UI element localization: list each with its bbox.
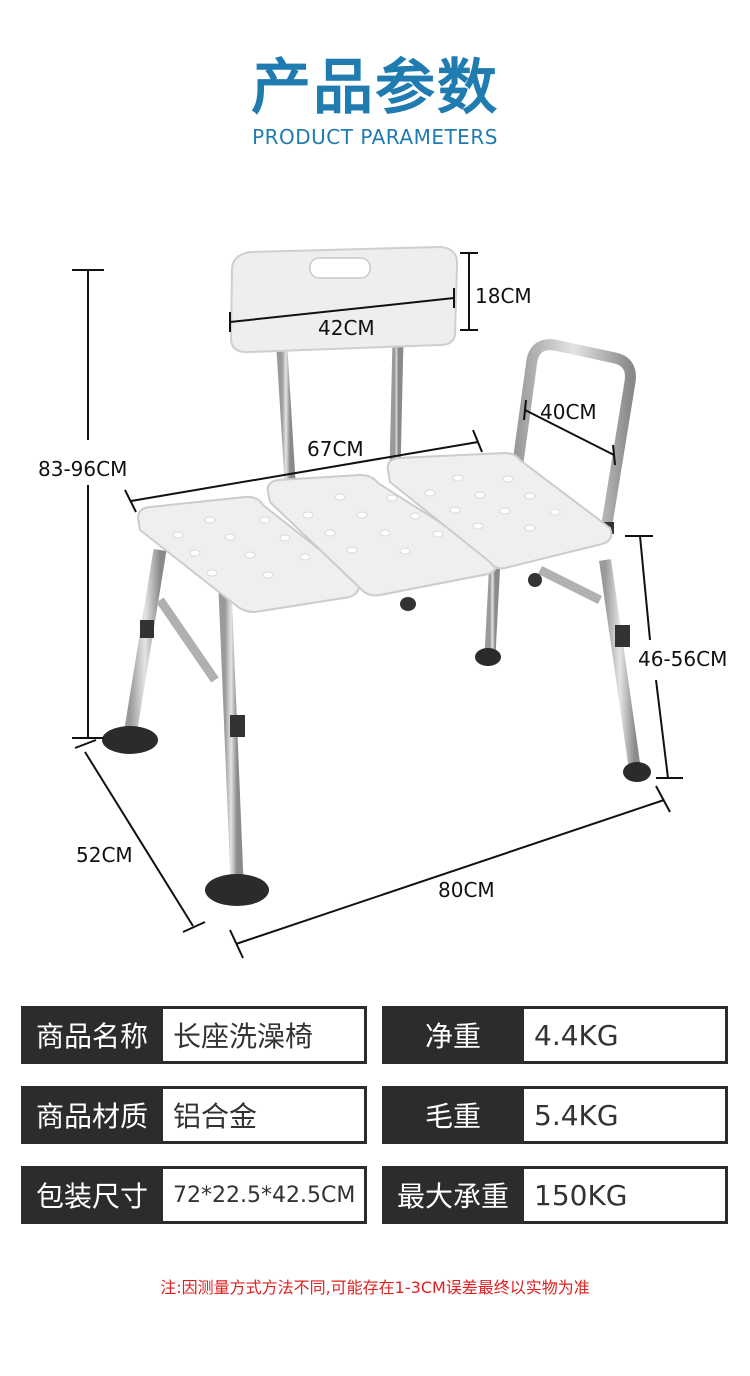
- dim-seat-height: 46-56CM: [638, 647, 728, 671]
- dim-total-height: 83-96CM: [38, 457, 128, 481]
- bench-illustration: [72, 245, 683, 959]
- spec-value: 72*22.5*42.5CM: [163, 1166, 367, 1224]
- spec-row-net-weight: 净重 4.4KG: [382, 1006, 728, 1064]
- dim-depth: 52CM: [76, 843, 133, 867]
- spec-key: 净重: [382, 1006, 524, 1064]
- spec-row-max-load: 最大承重 150KG: [382, 1166, 728, 1224]
- product-dimension-diagram: 83-96CM 42CM 18CM 40CM 67CM 46-56CM 52CM…: [0, 230, 750, 960]
- dim-length: 80CM: [438, 878, 495, 902]
- spec-value: 长座洗澡椅: [163, 1006, 367, 1064]
- spec-value: 150KG: [524, 1166, 728, 1224]
- dim-backrest-width: 42CM: [318, 316, 375, 340]
- page-subtitle: PRODUCT PARAMETERS: [252, 125, 498, 149]
- dim-seat-width: 67CM: [307, 437, 364, 461]
- measurement-note: 注:因测量方式方法不同,可能存在1-3CM误差最终以实物为准: [160, 1278, 590, 1297]
- spec-row-gross-weight: 毛重 5.4KG: [382, 1086, 728, 1144]
- spec-key: 包装尺寸: [21, 1166, 163, 1224]
- spec-value: 5.4KG: [524, 1086, 728, 1144]
- spec-key: 商品名称: [21, 1006, 163, 1064]
- spec-value: 铝合金: [163, 1086, 367, 1144]
- spec-value: 4.4KG: [524, 1006, 728, 1064]
- spec-row-product-name: 商品名称 长座洗澡椅: [21, 1006, 367, 1064]
- page-title: 产品参数: [251, 53, 499, 123]
- spec-key: 商品材质: [21, 1086, 163, 1144]
- dim-backrest-height: 18CM: [475, 284, 532, 308]
- spec-key: 最大承重: [382, 1166, 524, 1224]
- dim-handle-width: 40CM: [540, 400, 597, 424]
- spec-row-material: 商品材质 铝合金: [21, 1086, 367, 1144]
- spec-row-package-size: 包装尺寸 72*22.5*42.5CM: [21, 1166, 367, 1224]
- spec-key: 毛重: [382, 1086, 524, 1144]
